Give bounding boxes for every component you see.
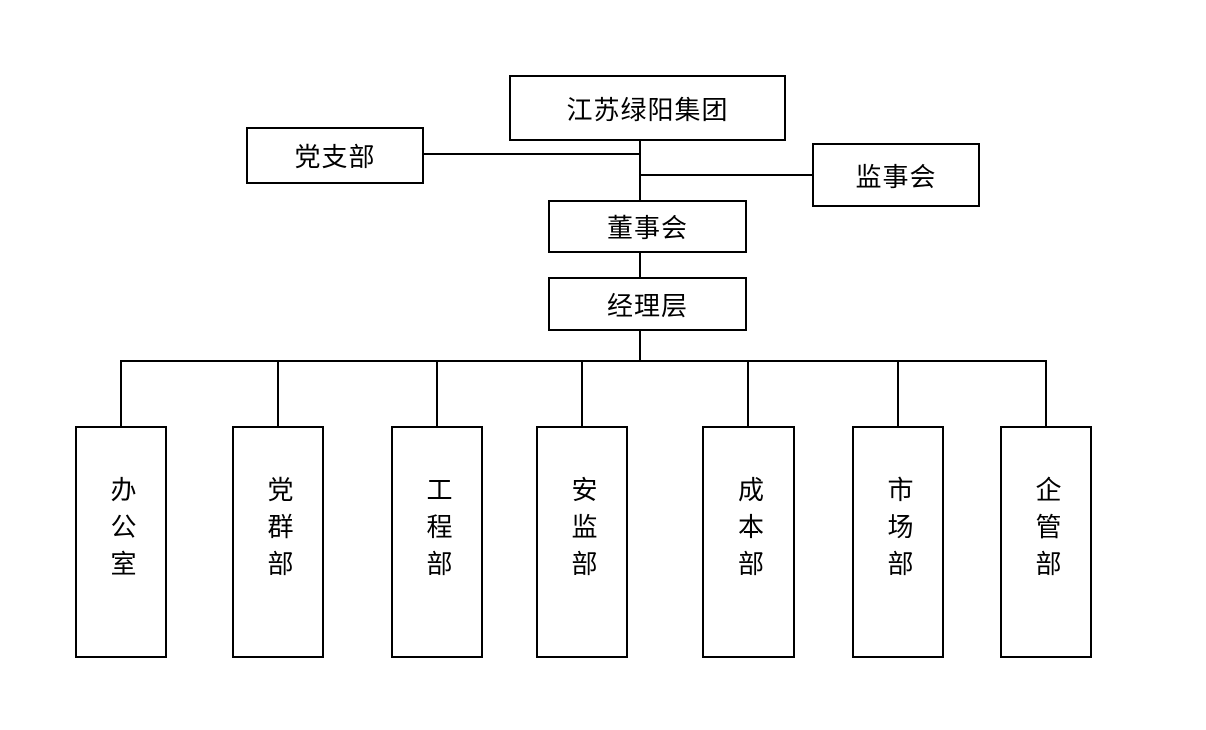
connector-drop-party-masses	[277, 360, 279, 427]
group-title-label: 江苏绿阳集团	[566, 95, 729, 125]
dept-enterprise-mgmt-label: 企管部	[1031, 476, 1061, 587]
connector-drop-enterprise-mgmt	[1045, 360, 1047, 427]
connector-party-branch-horizontal	[422, 153, 640, 155]
org-node-supervisory-board: 监事会	[812, 143, 980, 207]
org-node-management-level: 经理层	[548, 277, 747, 331]
party-branch-label: 党支部	[294, 143, 376, 172]
connector-department-bus-horizontal	[120, 360, 1047, 362]
connector-drop-office	[120, 360, 122, 427]
connector-title-to-board-vertical	[639, 139, 641, 201]
connector-drop-safety	[581, 360, 583, 427]
org-node-dept-cost: 成本部	[702, 426, 795, 658]
connector-drop-engineering	[436, 360, 438, 427]
connector-drop-market	[897, 360, 899, 427]
dept-office-label: 办公室	[106, 476, 136, 587]
org-node-dept-safety-supervision: 安监部	[536, 426, 628, 658]
connector-board-to-management-vertical	[639, 251, 641, 278]
dept-cost-label: 成本部	[734, 476, 764, 587]
org-node-dept-market: 市场部	[852, 426, 944, 658]
org-node-board-of-directors: 董事会	[548, 200, 747, 253]
dept-engineering-label: 工程部	[422, 476, 452, 587]
org-node-dept-enterprise-mgmt: 企管部	[1000, 426, 1092, 658]
supervisory-board-label: 监事会	[855, 162, 937, 192]
org-node-dept-office: 办公室	[75, 426, 167, 658]
dept-party-masses-label: 党群部	[263, 476, 293, 587]
dept-market-label: 市场部	[883, 476, 913, 587]
board-of-directors-label: 董事会	[606, 214, 688, 243]
connector-drop-cost	[747, 360, 749, 427]
dept-safety-supervision-label: 安监部	[567, 476, 597, 587]
management-level-label: 经理层	[606, 291, 688, 321]
org-node-party-branch: 党支部	[246, 127, 424, 184]
connector-supervisory-board-horizontal	[639, 174, 813, 176]
org-node-dept-party-masses: 党群部	[232, 426, 324, 658]
org-node-dept-engineering: 工程部	[391, 426, 483, 658]
org-node-group-title: 江苏绿阳集团	[509, 75, 786, 141]
connector-management-to-bus-vertical	[639, 329, 641, 362]
